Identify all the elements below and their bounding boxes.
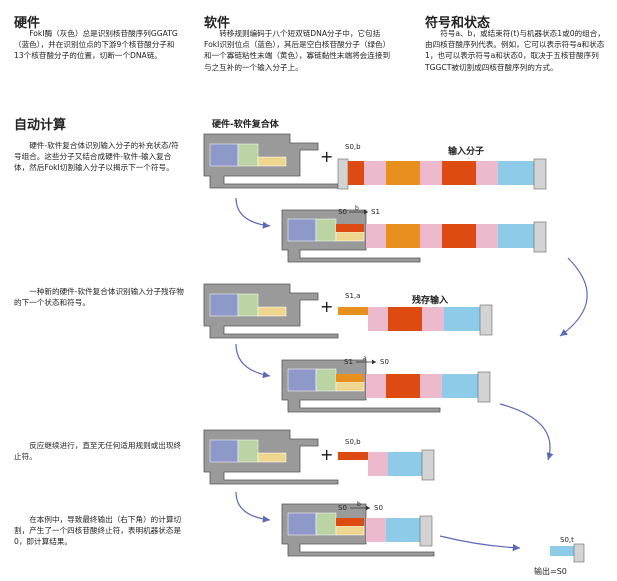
transition-2-from: S1 [344, 358, 353, 366]
flow-arrow-1 [235, 197, 271, 229]
hw-sw-complex-1 [203, 133, 339, 189]
hw-sw-input-complex-2 [281, 359, 491, 413]
transition-2-symbol: a [363, 355, 367, 362]
hw-sw-complex-3 [203, 429, 339, 485]
flow-arrow-2 [559, 257, 588, 337]
transition-1-symbol: b [355, 205, 359, 212]
flow-arrow-3 [235, 343, 271, 379]
input-molecule-1 [337, 158, 547, 190]
output-molecule [550, 543, 585, 563]
transition-3-symbol: b [357, 501, 361, 508]
transition-3-to: S0 [374, 504, 383, 512]
hw-sw-input-complex-1 [281, 209, 547, 263]
software-description: 转移规则编码于八个短双链DNA分子中，它包括FokI识别位点（蓝色），其后是空白… [204, 29, 391, 72]
flow-arrow-6 [439, 535, 521, 552]
remaining-input-2 [338, 449, 435, 481]
step3-description: 反应继续进行，直至无任何适用规则或出现终止符。 [14, 441, 182, 462]
plus-sign-1: + [320, 147, 333, 166]
hw-sw-complex-2 [203, 283, 339, 339]
symbols-states-heading: 符号和状态 [425, 16, 491, 31]
transition-2-to: S0 [380, 358, 389, 366]
input-molecule-label: 输入分子 [448, 145, 484, 157]
transition-3-from: S0 [338, 504, 347, 512]
automatic-computation-heading: 自动计算 [14, 118, 67, 133]
remaining-input-1 [338, 304, 493, 336]
output-label: 输出=S0 [534, 566, 567, 576]
step4-description: 在本例中，导致最终输出（右下角）的计算切割，产生了一个四核苷酸终止符，表明机器状… [14, 515, 182, 547]
state-symbol-s0b-2: S0,b [345, 438, 361, 446]
state-symbol-s0b: S0,b [345, 143, 361, 151]
state-symbol-s1a: S1,a [345, 292, 360, 300]
step1-description: 硬件-软件复合体识别输入分子的补充状态/符号组合。这些分子又结合成硬件-软件-输… [14, 141, 179, 173]
transition-1-to: S1 [371, 208, 380, 216]
plus-sign-2: + [320, 297, 333, 316]
remaining-input-label: 残存输入 [412, 294, 448, 306]
hw-sw-input-complex-3 [281, 503, 435, 557]
symbols-states-description: 符号a、b，或结束符(t)与机器状态1或0的组合，由四核苷酸序列代表。例如，它可… [425, 29, 605, 72]
state-symbol-s0t: S0,t [560, 536, 574, 544]
flow-arrow-4 [499, 403, 554, 461]
flow-arrow-5 [235, 491, 271, 523]
transition-1-from: S0 [338, 208, 347, 216]
step2-description: 一种新的硬件-软件复合体识别输入分子残存物的下一个状态和符号。 [14, 287, 184, 308]
plus-sign-3: + [320, 445, 333, 464]
complex-label: 硬件-软件复合体 [212, 118, 280, 130]
hardware-heading: 硬件 [14, 16, 41, 31]
hardware-description: FokI酶（灰色）总是识别核苷酸序列GGATG（蓝色），并在识别位点的下游9个核… [14, 29, 178, 61]
software-heading: 软件 [204, 16, 231, 31]
